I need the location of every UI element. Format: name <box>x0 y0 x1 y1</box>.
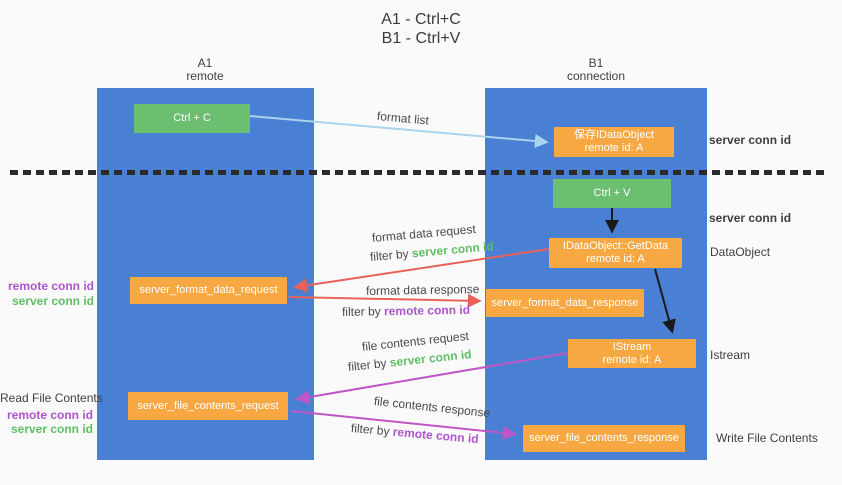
label-format-data-response: format data response <box>365 282 480 298</box>
remote-conn-id-text: remote conn id <box>383 302 471 319</box>
server-conn-id-text: server conn id <box>389 347 473 370</box>
column-a-title: A1 <box>197 56 213 70</box>
label-remote-conn-id-mid: remote conn id <box>7 279 94 293</box>
node-server-format-data-request-label: server_format_data_request <box>139 284 278 296</box>
node-save-dataobject-line2: remote id: A <box>584 142 644 154</box>
filter-by-text: filter by <box>341 304 381 319</box>
node-ctrl-v-label: Ctrl + V <box>593 187 631 199</box>
node-istream: IStream remote id: A <box>568 339 696 368</box>
column-a-subtitle: remote <box>186 69 224 83</box>
label-dataobject: DataObject <box>710 245 771 259</box>
label-server-conn-id-mid-left: server conn id <box>11 294 94 308</box>
server-conn-id-text: server conn id <box>411 239 495 261</box>
label-server-conn-id-mid: server conn id <box>709 211 792 225</box>
node-server-file-contents-response-label: server_file_contents_response <box>529 432 679 444</box>
node-ctrl-c: Ctrl + C <box>134 104 250 133</box>
phase-separator-dotted-line <box>10 170 826 175</box>
node-server-format-data-request: server_format_data_request <box>130 277 287 304</box>
column-b-header: B1 connection <box>546 57 646 83</box>
node-save-dataobject-line1: 保存IDataObject <box>573 129 655 141</box>
filter-by-text: filter by <box>350 421 391 439</box>
label-istream: Istream <box>710 348 751 362</box>
label-block-mid-left: remote conn id server conn id <box>0 279 94 309</box>
title-line-2: B1 - Ctrl+V <box>381 30 461 47</box>
node-istream-line2: remote id: A <box>602 353 662 366</box>
label-remote-conn-id-bottom: remote conn id <box>6 408 93 422</box>
filter-by-text: filter by <box>347 355 388 374</box>
node-server-file-contents-request-label: server_file_contents_request <box>137 399 279 412</box>
column-b-title: B1 <box>588 56 604 70</box>
label-format-list: format list <box>376 109 430 128</box>
label-server-conn-id-top: server conn id <box>709 133 792 147</box>
node-ctrl-c-label: Ctrl + C <box>173 112 211 124</box>
label-file-contents-response: file contents response <box>373 394 491 421</box>
node-idataobject-getdata-line2: remote id: A <box>586 253 645 265</box>
node-save-dataobject: 保存IDataObject remote id: A <box>554 127 674 157</box>
node-server-format-data-response-label: server_format_data_response <box>491 296 639 309</box>
label-read-file-contents: Read File Contents <box>0 391 103 405</box>
column-b-subtitle: connection <box>566 69 626 83</box>
label-filter-by-remote-conn-id-1: filter by remote conn id <box>342 303 470 319</box>
node-istream-line1: IStream <box>612 340 652 353</box>
node-ctrl-v: Ctrl + V <box>553 179 671 208</box>
label-server-conn-id-bottom: server conn id <box>10 422 93 436</box>
node-idataobject-getdata-line1: IDataObject::GetData <box>562 240 669 252</box>
page-title: A1 - Ctrl+C B1 - Ctrl+V <box>0 10 842 48</box>
label-filter-by-remote-conn-id-2: filter by remote conn id <box>350 421 479 446</box>
column-a-header: A1 remote <box>155 57 255 83</box>
node-server-file-contents-request: server_file_contents_request <box>128 392 288 420</box>
node-idataobject-getdata: IDataObject::GetData remote id: A <box>549 238 682 268</box>
label-write-file-contents: Write File Contents <box>716 431 818 445</box>
remote-conn-id-text: remote conn id <box>392 424 480 447</box>
title-line-1: A1 - Ctrl+C <box>381 11 461 28</box>
node-server-file-contents-response: server_file_contents_response <box>523 425 685 452</box>
filter-by-text: filter by <box>369 246 410 264</box>
label-block-bottom-left: Read File Contents remote conn id server… <box>0 391 103 436</box>
node-server-format-data-response: server_format_data_response <box>486 289 644 317</box>
